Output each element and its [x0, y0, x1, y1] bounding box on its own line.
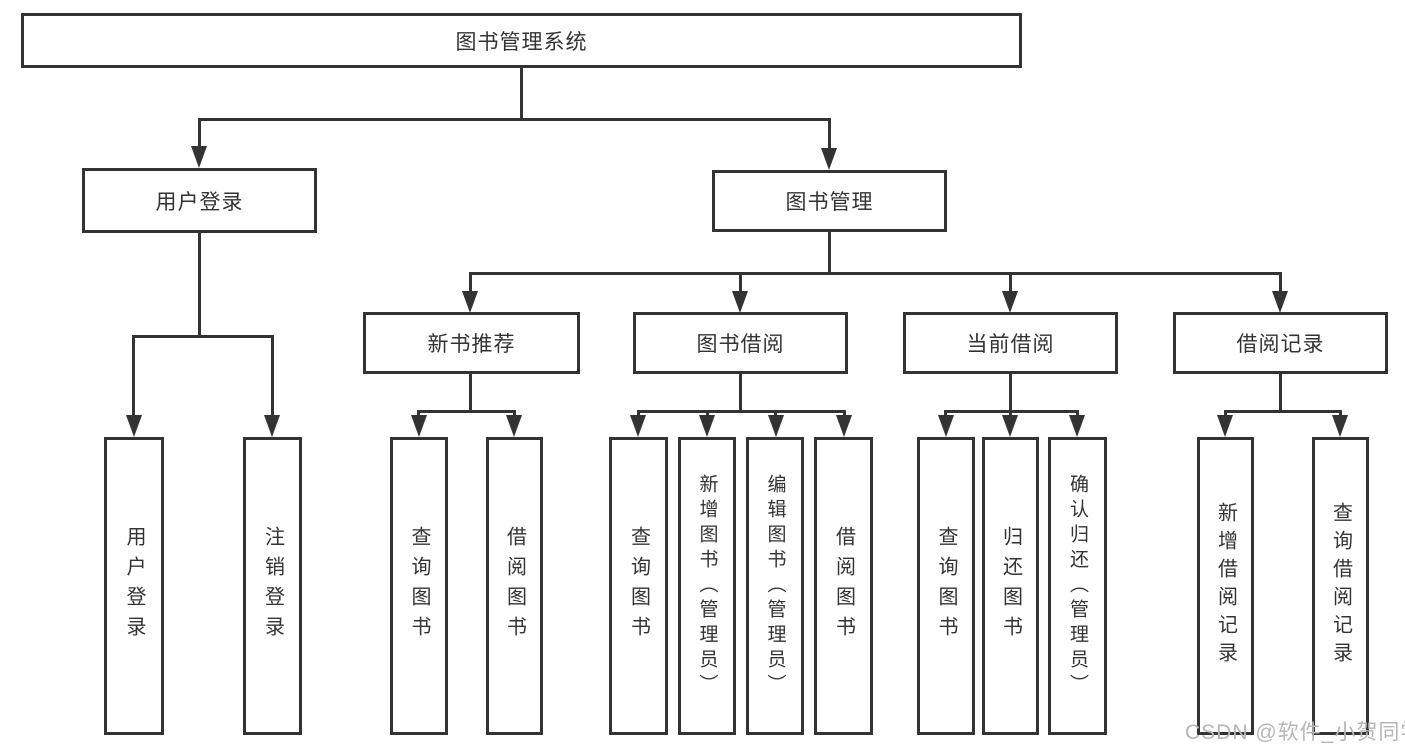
connector-line [944, 410, 947, 417]
connector-line [1279, 374, 1282, 412]
connector-line [198, 118, 831, 121]
arrow-down-icon [506, 415, 522, 437]
arrow-down-icon [732, 291, 748, 313]
leaf-return-book: 归还图书 [982, 437, 1039, 735]
connector-line [513, 410, 516, 417]
connector-line [417, 410, 516, 413]
connector-line [132, 335, 274, 338]
connector-line [417, 410, 420, 417]
arrow-down-icon [699, 415, 715, 437]
connector-line [637, 410, 640, 417]
arrow-down-icon [191, 146, 207, 168]
arrow-down-icon [768, 415, 784, 437]
connector-line [469, 374, 472, 412]
connector-line [1009, 272, 1012, 293]
connector-line [1279, 272, 1282, 293]
arrow-down-icon [411, 415, 427, 437]
node-book-borrowing: 图书借阅 [633, 312, 848, 374]
leaf-add-borrow-record: 新增借阅记录 [1197, 437, 1254, 735]
connector-line [828, 232, 831, 274]
connector-line [774, 410, 777, 417]
node-borrowing-records: 借阅记录 [1173, 312, 1388, 374]
node-library-management-system: 图书管理系统 [21, 13, 1022, 68]
arrow-down-icon [1002, 291, 1018, 313]
connector-line [843, 410, 846, 417]
connector-line [520, 68, 523, 118]
connector-line [271, 335, 274, 416]
arrow-down-icon [1332, 415, 1348, 437]
connector-line [739, 272, 742, 293]
connector-line [1224, 410, 1342, 413]
connector-line [198, 118, 201, 148]
leaf-query-book: 查询图书 [390, 437, 448, 735]
leaf-query-book: 查询图书 [609, 437, 668, 735]
connector-line [469, 272, 1282, 275]
arrow-down-icon [821, 148, 837, 170]
arrow-down-icon [938, 415, 954, 437]
connector-line [828, 118, 831, 150]
connector-line [132, 335, 135, 416]
connector-line [198, 233, 201, 335]
connector-line [1076, 410, 1079, 417]
connector-line [1009, 410, 1012, 417]
arrow-down-icon [462, 291, 478, 313]
arrow-down-icon [264, 415, 280, 437]
leaf-query-borrow-record: 查询借阅记录 [1312, 437, 1369, 735]
connector-line [469, 272, 472, 293]
connector-line [1339, 410, 1342, 417]
leaf-user-login: 用户登录 [104, 437, 164, 735]
leaf-query-book: 查询图书 [917, 437, 975, 735]
leaf-borrow-book: 借阅图书 [814, 437, 873, 735]
leaf-add-book-admin: 新增图书（管理员） [678, 437, 736, 735]
arrow-down-icon [1272, 291, 1288, 313]
arrow-down-icon [836, 415, 852, 437]
csdn-watermark: CSDN @软件_小贺同学 [1185, 721, 1405, 744]
arrow-down-icon [1217, 415, 1233, 437]
leaf-borrow-book: 借阅图书 [486, 437, 543, 735]
arrow-down-icon [126, 415, 142, 437]
leaf-edit-book-admin: 编辑图书（管理员） [746, 437, 804, 735]
connector-line [1009, 374, 1012, 412]
node-book-management: 图书管理 [712, 170, 947, 232]
connector-line [706, 410, 709, 417]
node-new-book-recommendation: 新书推荐 [363, 312, 580, 374]
connector-line [1224, 410, 1227, 417]
leaf-confirm-return-admin: 确认归还（管理员） [1048, 437, 1107, 735]
connector-line [637, 410, 846, 413]
leaf-logout: 注销登录 [243, 437, 302, 735]
node-current-borrowing: 当前借阅 [903, 312, 1118, 374]
connector-line [739, 374, 742, 412]
arrow-down-icon [630, 415, 646, 437]
arrow-down-icon [1002, 415, 1018, 437]
arrow-down-icon [1069, 415, 1085, 437]
node-user-login: 用户登录 [82, 168, 317, 233]
